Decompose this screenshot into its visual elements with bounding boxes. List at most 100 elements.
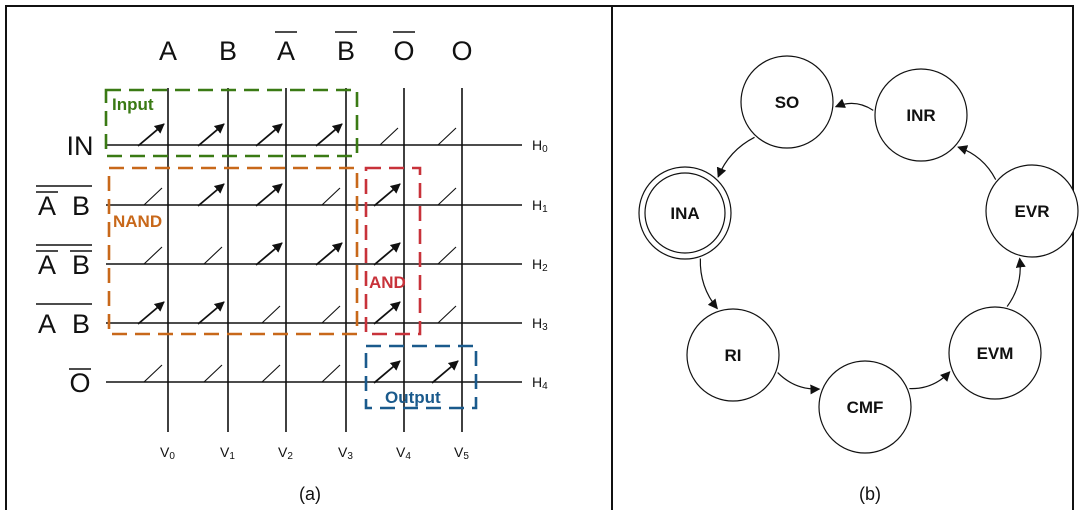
state-ina-inner-ring [644, 172, 726, 254]
h-label-2: H2 [532, 256, 548, 274]
crosspoint-on-r0-c1 [197, 123, 225, 147]
crosspoint-on-r1-c2 [255, 183, 283, 207]
crosspoint-on-r0-c0 [137, 123, 165, 147]
row-label-4: O [69, 368, 90, 398]
h-label-sub: 0 [542, 144, 548, 155]
crosspoint-on-r3-c1 [197, 301, 225, 325]
v-label-sub: 4 [405, 451, 411, 462]
crosspoint-off-r0-c5 [437, 127, 457, 146]
h-label-1: H1 [532, 197, 548, 215]
h-label-3: H3 [532, 315, 548, 333]
crosspoint-off-r4-c0 [143, 364, 163, 383]
crosspoint-off-r1-c0 [143, 187, 163, 206]
v-label-sub: 1 [229, 451, 235, 462]
state-evm [948, 306, 1042, 400]
crosspoint-off-r4-c2 [261, 364, 281, 383]
transition-ri-to-cmf [777, 372, 821, 395]
h-label-base: H [532, 374, 542, 390]
transition-inr-to-so [834, 98, 874, 111]
crosspoint-off-r3-c3 [321, 305, 341, 324]
v-label-0: V0 [160, 444, 175, 462]
transition-evm-to-evr [1006, 257, 1026, 307]
v-label-sub: 0 [169, 451, 175, 462]
v-label-sub: 2 [287, 451, 293, 462]
row-label-2-term-0: A [38, 250, 56, 280]
transition-ina-to-ri [699, 258, 718, 310]
v-label-1: V1 [220, 444, 235, 462]
region-box-and [364, 166, 422, 336]
column-header-4: O [393, 36, 414, 66]
transition-so-to-ina [716, 136, 755, 178]
v-label-4: V4 [396, 444, 411, 462]
state-label-inr: INR [906, 106, 935, 125]
column-header-0: A [159, 36, 177, 66]
row-label-3-term-0: A [38, 309, 56, 339]
h-label-sub: 3 [542, 322, 548, 333]
column-header-1: B [219, 36, 237, 66]
transition-cmf-to-evm [909, 371, 951, 390]
state-label-ri: RI [725, 346, 742, 365]
crosspoint-off-r2-c5 [437, 246, 457, 265]
row-label-1-term-1: B [72, 191, 90, 221]
h-label-sub: 2 [542, 263, 548, 274]
crosspoint-on-r4-c5 [431, 360, 459, 384]
v-label-sub: 5 [463, 451, 469, 462]
h-label-sub: 1 [542, 204, 548, 215]
region-box-output [364, 344, 478, 410]
h-label-base: H [532, 197, 542, 213]
crosspoint-off-r2-c0 [143, 246, 163, 265]
crosspoint-on-r1-c4 [373, 183, 401, 207]
state-inr [874, 68, 968, 162]
v-label-base: V [220, 444, 230, 460]
crosspoint-on-r3-c4 [373, 301, 401, 325]
state-ina [638, 166, 732, 260]
panel-b-caption: (b) [859, 484, 881, 504]
v-label-base: V [338, 444, 348, 460]
crosspoint-off-r4-c3 [321, 364, 341, 383]
crosspoint-off-r0-c4 [379, 127, 399, 146]
crosspoint-on-r2-c4 [373, 242, 401, 266]
state-evr [985, 164, 1079, 258]
row-label-2-term-1: B [72, 250, 90, 280]
v-label-sub: 3 [347, 451, 353, 462]
v-label-base: V [396, 444, 406, 460]
v-label-5: V5 [454, 444, 469, 462]
state-label-evm: EVM [977, 344, 1014, 363]
h-label-base: H [532, 256, 542, 272]
crosspoint-on-r4-c4 [373, 360, 401, 384]
row-label-0: IN [67, 131, 94, 161]
state-ri [686, 308, 780, 402]
crosspoint-off-r4-c1 [203, 364, 223, 383]
state-so [740, 55, 834, 149]
v-label-base: V [454, 444, 464, 460]
h-label-base: H [532, 137, 542, 153]
v-label-2: V2 [278, 444, 293, 462]
transition-evr-to-inr [957, 145, 997, 180]
crosspoint-off-r3-c5 [437, 305, 457, 324]
column-header-2: A [277, 36, 295, 66]
v-label-3: V3 [338, 444, 353, 462]
panel-a-caption: (a) [299, 484, 321, 504]
crosspoint-off-r1-c5 [437, 187, 457, 206]
crosspoint-on-r2-c2 [255, 242, 283, 266]
crosspoint-off-r2-c1 [203, 246, 223, 265]
column-header-5: O [451, 36, 472, 66]
crosspoint-on-r1-c1 [197, 183, 225, 207]
state-label-so: SO [775, 93, 800, 112]
crosspoint-on-r0-c2 [255, 123, 283, 147]
region-label-output: Output [385, 388, 441, 407]
crosspoint-off-r3-c2 [261, 305, 281, 324]
figure-frame [5, 5, 1074, 510]
region-label-input: Input [112, 95, 154, 114]
region-label-and: AND [369, 273, 406, 292]
crosspoint-on-r0-c3 [315, 123, 343, 147]
state-label-evr: EVR [1015, 202, 1050, 221]
crosspoint-off-r1-c3 [321, 187, 341, 206]
h-label-4: H4 [532, 374, 548, 392]
region-label-nand: NAND [113, 212, 162, 231]
column-header-3: B [337, 36, 355, 66]
